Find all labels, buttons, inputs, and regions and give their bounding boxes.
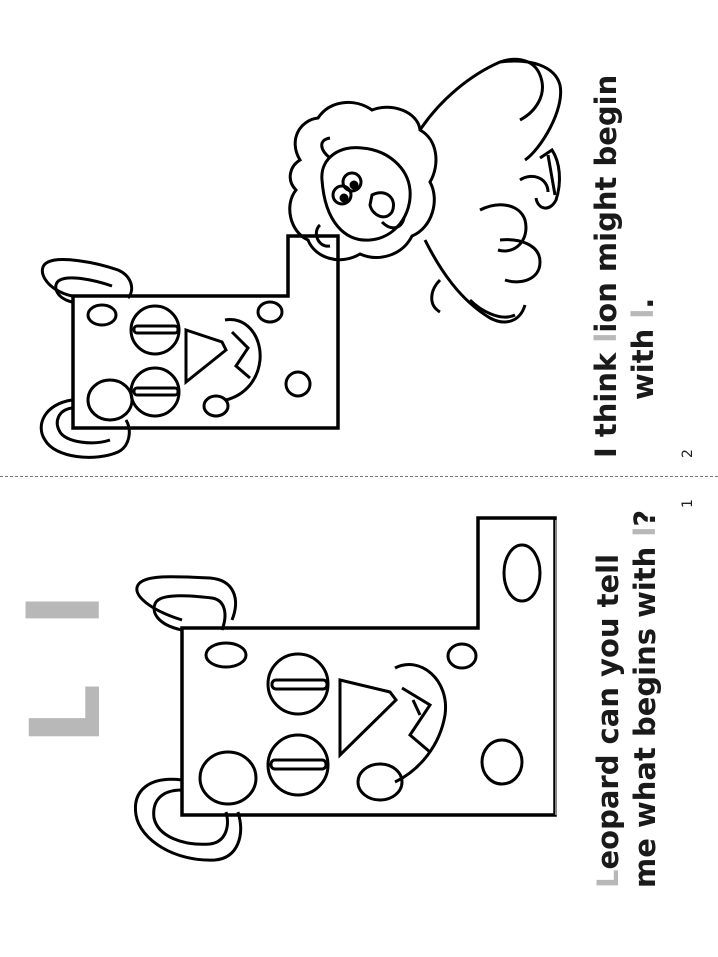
- fold-divider: [0, 476, 718, 477]
